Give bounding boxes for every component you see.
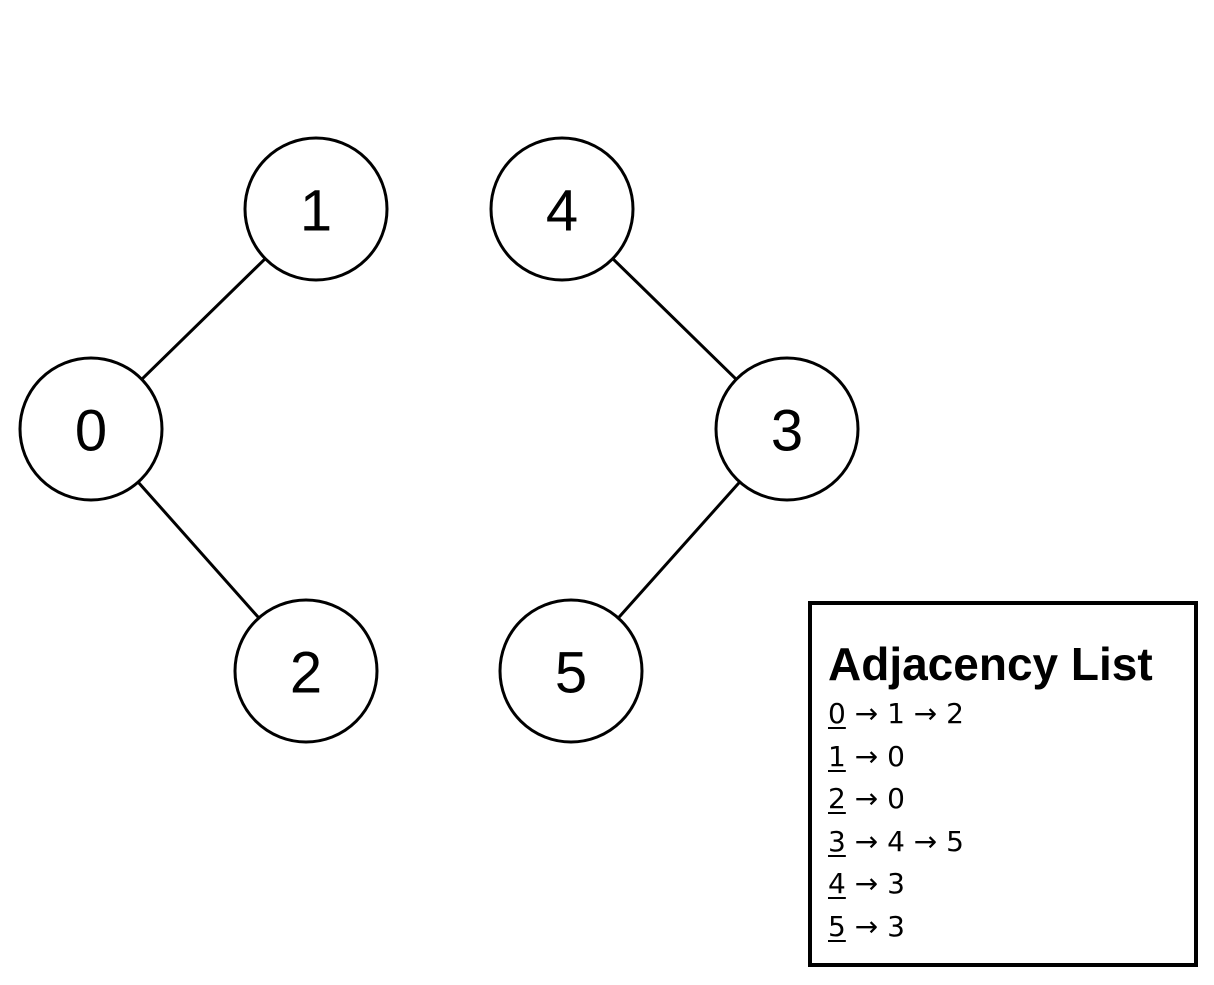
node-5: 5: [498, 598, 644, 744]
adjacency-row-neighbors: → 3: [845, 909, 905, 943]
adjacency-row-node: 4: [828, 867, 846, 901]
adjacency-row-node: 0: [828, 697, 846, 730]
node-label: 1: [300, 179, 332, 244]
adjacency-row-5: 5 → 3: [828, 906, 964, 949]
node-circle: [489, 136, 635, 282]
adjacency-row-4: 4 → 3: [828, 863, 964, 906]
node-label: 0: [75, 399, 107, 464]
node-1: 1: [243, 136, 389, 282]
adjacency-row-node: 5: [828, 909, 846, 943]
adjacency-row-node: 2: [828, 782, 846, 816]
adjacency-row-neighbors: → 0: [845, 739, 905, 773]
adjacency-row-neighbors: → 0: [845, 782, 905, 816]
adjacency-row-0: 0 → 1 → 2: [828, 693, 964, 736]
node-circle: [498, 598, 644, 744]
adjacency-row-1: 1 → 0: [828, 736, 964, 779]
adjacency-list-rows: 0 → 1 → 2 1 → 0 2 → 0 3 → 4 → 5 4 → 3 5 …: [828, 693, 964, 949]
node-label: 2: [290, 641, 322, 706]
adjacency-row-neighbors: → 4 → 5: [845, 824, 964, 858]
adjacency-row-node: 1: [828, 739, 846, 773]
node-4: 4: [489, 136, 635, 282]
adjacency-row-node: 3: [828, 824, 846, 858]
edge-3-4: [611, 257, 738, 381]
nodes-layer: 0 1 2 3 4 5: [18, 136, 860, 744]
node-circle: [233, 598, 379, 744]
adjacency-list-panel: Adjacency List 0 → 1 → 2 1 → 0 2 → 0 3 →…: [808, 601, 1198, 967]
edge-0-2: [137, 481, 260, 619]
adjacency-row-3: 3 → 4 → 5: [828, 821, 964, 864]
edge-3-5: [617, 480, 741, 620]
node-label: 3: [771, 399, 803, 464]
node-0: 0: [18, 356, 164, 502]
node-circle: [714, 356, 860, 502]
node-3: 3: [714, 356, 860, 502]
edges-layer: [137, 257, 741, 620]
adjacency-row-neighbors: → 1 → 2: [845, 697, 964, 730]
node-circle: [18, 356, 164, 502]
node-label: 5: [555, 641, 587, 706]
edge-0-1: [140, 257, 267, 381]
adjacency-row-neighbors: → 3: [845, 867, 905, 901]
adjacency-list-title: Adjacency List: [828, 638, 1153, 690]
node-circle: [243, 136, 389, 282]
node-label: 4: [546, 179, 578, 244]
adjacency-row-2: 2 → 0: [828, 778, 964, 821]
node-2: 2: [233, 598, 379, 744]
